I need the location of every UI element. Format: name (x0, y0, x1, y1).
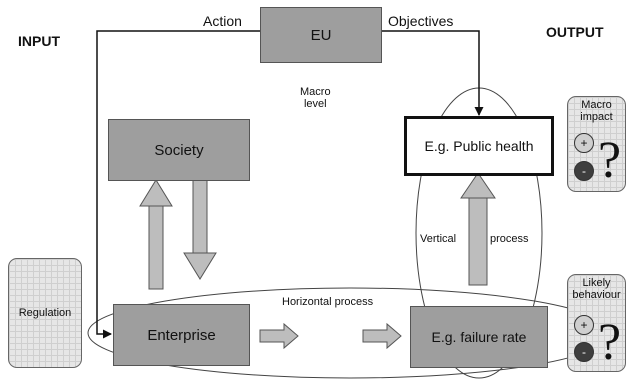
enterprise-box: Enterprise (113, 304, 250, 366)
horizontal-arrow-1 (259, 322, 299, 350)
horizontal-process-label: Horizontal process (282, 296, 374, 308)
input-heading: INPUT (18, 33, 60, 49)
macro-impact-question-icon: ? (598, 132, 622, 189)
action-connector (96, 30, 260, 339)
enterprise-label: Enterprise (147, 326, 216, 344)
horizontal-arrow-2 (362, 322, 402, 350)
public-health-box: E.g. Public health (404, 116, 554, 176)
vertical-process-arrow-body (468, 197, 488, 286)
public-health-label: E.g. Public health (424, 138, 534, 154)
likely-behaviour-question-icon: ? (598, 314, 622, 371)
failure-rate-label: E.g. failure rate (431, 329, 527, 345)
eu-box: EU (260, 7, 382, 63)
action-label: Action (203, 13, 242, 29)
society-box: Society (108, 119, 250, 181)
vertical-label: Vertical (420, 233, 457, 245)
failure-rate-box: E.g. failure rate (410, 306, 548, 368)
macro-impact-title: Macro impact (580, 99, 613, 123)
regulation-label: Regulation (18, 307, 72, 319)
up-block-arrow-head (139, 179, 173, 207)
macro-level-label: Macro level (300, 86, 331, 110)
macro-impact-plus-icon: + (574, 133, 594, 153)
likely-behaviour-panel: Likely behaviour + - ? (567, 274, 626, 372)
likely-behaviour-plus-icon: + (574, 315, 594, 335)
eu-label: EU (310, 26, 332, 44)
output-heading: OUTPUT (546, 24, 604, 40)
macro-impact-panel: Macro impact + - ? (567, 96, 626, 192)
objectives-connector (382, 30, 484, 116)
objectives-label: Objectives (388, 13, 454, 29)
vertical-process-arrow-head (460, 172, 496, 199)
regulation-box: Regulation (8, 258, 82, 368)
up-block-arrow-body (148, 205, 164, 290)
likely-behaviour-title: Likely behaviour (572, 277, 621, 301)
down-block-arrow-body (192, 179, 208, 254)
process-label: process (490, 233, 529, 245)
down-block-arrow-head (183, 252, 217, 280)
macro-impact-minus-icon: - (574, 161, 594, 181)
likely-behaviour-minus-icon: - (574, 342, 594, 362)
society-label: Society (154, 141, 204, 159)
